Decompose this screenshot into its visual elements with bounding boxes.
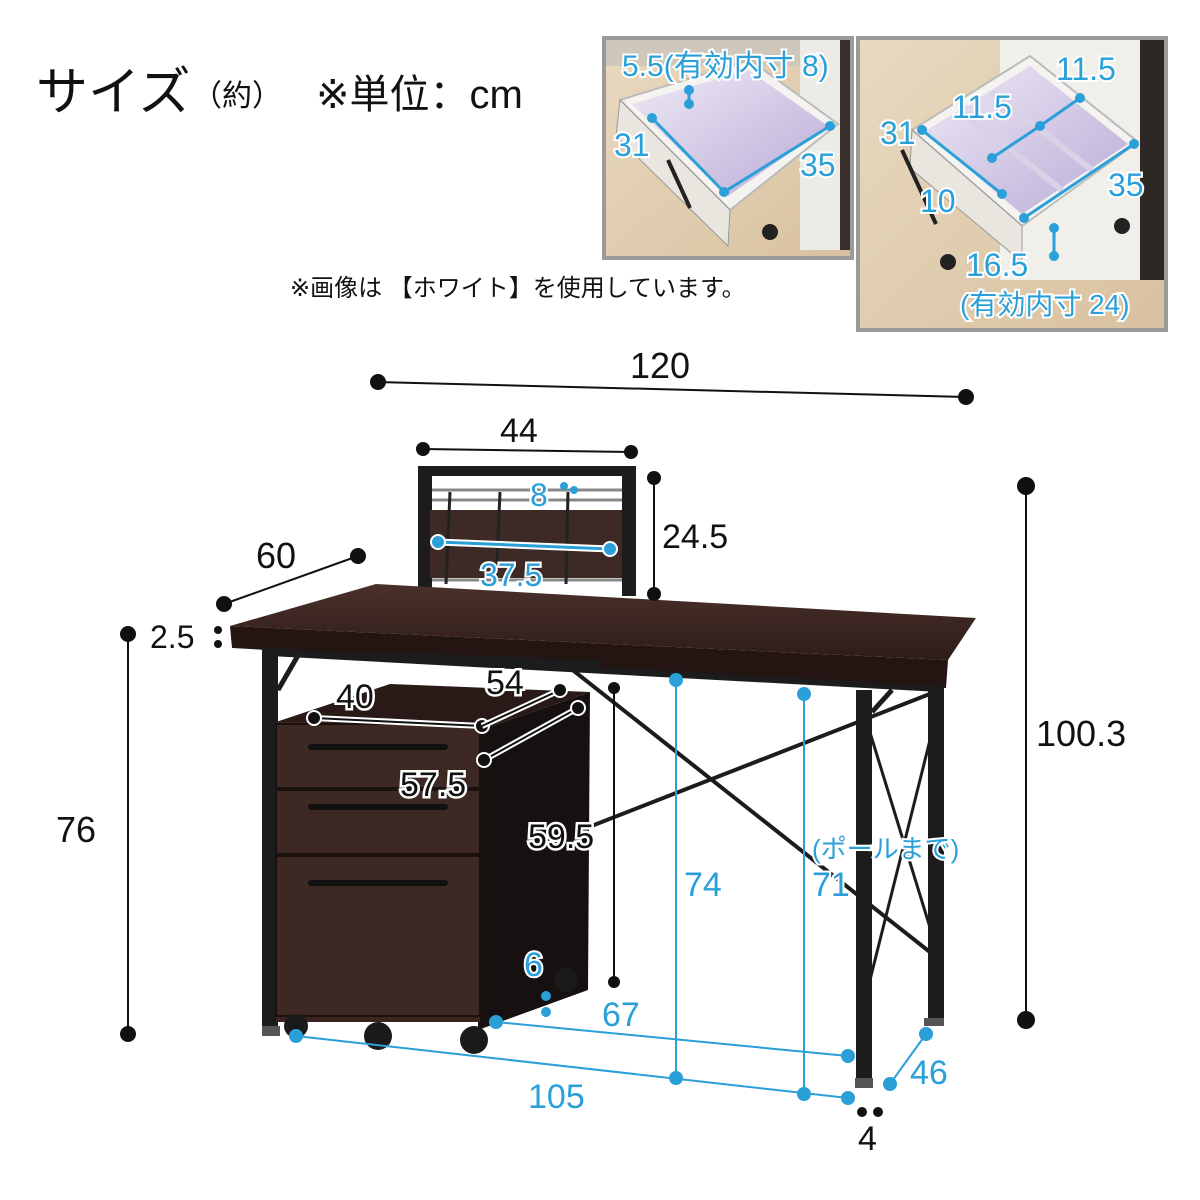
dim-pole-height: 71 <box>812 866 850 904</box>
title-main: サイズ <box>36 64 190 122</box>
title-unit: ※単位：cm <box>316 73 523 117</box>
dim-caster-height: 6 <box>524 946 543 984</box>
dim-wagon-depth: 54 <box>486 664 524 702</box>
inset-right-top-dim: 11.5 <box>1056 51 1116 87</box>
dim-side-depth: 46 <box>910 1054 948 1092</box>
blue-dimensions: 8 37.5 74 71 (ポールまで) 6 67 105 <box>289 475 961 1118</box>
dim-leg-width: 4 <box>858 1120 877 1158</box>
dim-inner-width: 105 <box>528 1078 585 1116</box>
inset-right-mid-dim: 11.5 <box>952 89 1012 125</box>
inset-right-bottom-note: (有効内寸 24) <box>960 289 1130 320</box>
dim-width: 120 <box>630 345 690 386</box>
dim-wagon-depth-total: 57.5 <box>400 766 466 804</box>
dim-total-height: 100.3 <box>1036 713 1126 754</box>
size-title: サイズ （約） ※単位：cm <box>36 64 523 122</box>
inset-left-top-dim: 5.5(有効内寸 8) <box>622 50 829 83</box>
dim-under-height: 74 <box>684 866 722 904</box>
dim-pole-note: (ポールまで) <box>812 834 959 864</box>
inset-deep-drawer: 11.5 11.5 31 10 35 16.5 (有効内寸 24) <box>856 36 1168 332</box>
inset-right-left-low-dim: 10 <box>920 183 956 219</box>
inset-right-right-dim: 35 <box>1108 167 1144 203</box>
dim-rack-inner: 37.5 <box>480 557 542 593</box>
dim-wagon-width: 40 <box>336 678 374 716</box>
dim-depth: 60 <box>256 535 296 576</box>
title-approx: （約） <box>192 80 282 113</box>
black-dimensions: 120 44 24.5 60 2.5 76 100.3 59.5 <box>56 345 1126 1158</box>
dim-rack-width: 44 <box>500 412 538 450</box>
inset-right-bottom-dim: 16.5 <box>966 247 1028 283</box>
dim-top-thickness: 2.5 <box>150 619 194 655</box>
dim-rack-height: 24.5 <box>662 518 728 556</box>
image-note: ※画像は 【ホワイト】を使用しています。 <box>290 275 746 302</box>
dim-rack-pitch: 8 <box>530 477 548 513</box>
inset-right-left-dim: 31 <box>880 115 916 151</box>
inset-left-right-dim: 35 <box>800 147 836 183</box>
desk-illustration <box>230 466 976 1088</box>
dim-wagon-height: 59.5 <box>528 818 594 856</box>
inset-shallow-drawer: 5.5(有効内寸 8) 31 35 <box>602 36 854 260</box>
inset-left-left-dim: 31 <box>614 127 650 163</box>
dim-inner-depth: 67 <box>602 996 640 1034</box>
dim-desk-height: 76 <box>56 809 96 850</box>
